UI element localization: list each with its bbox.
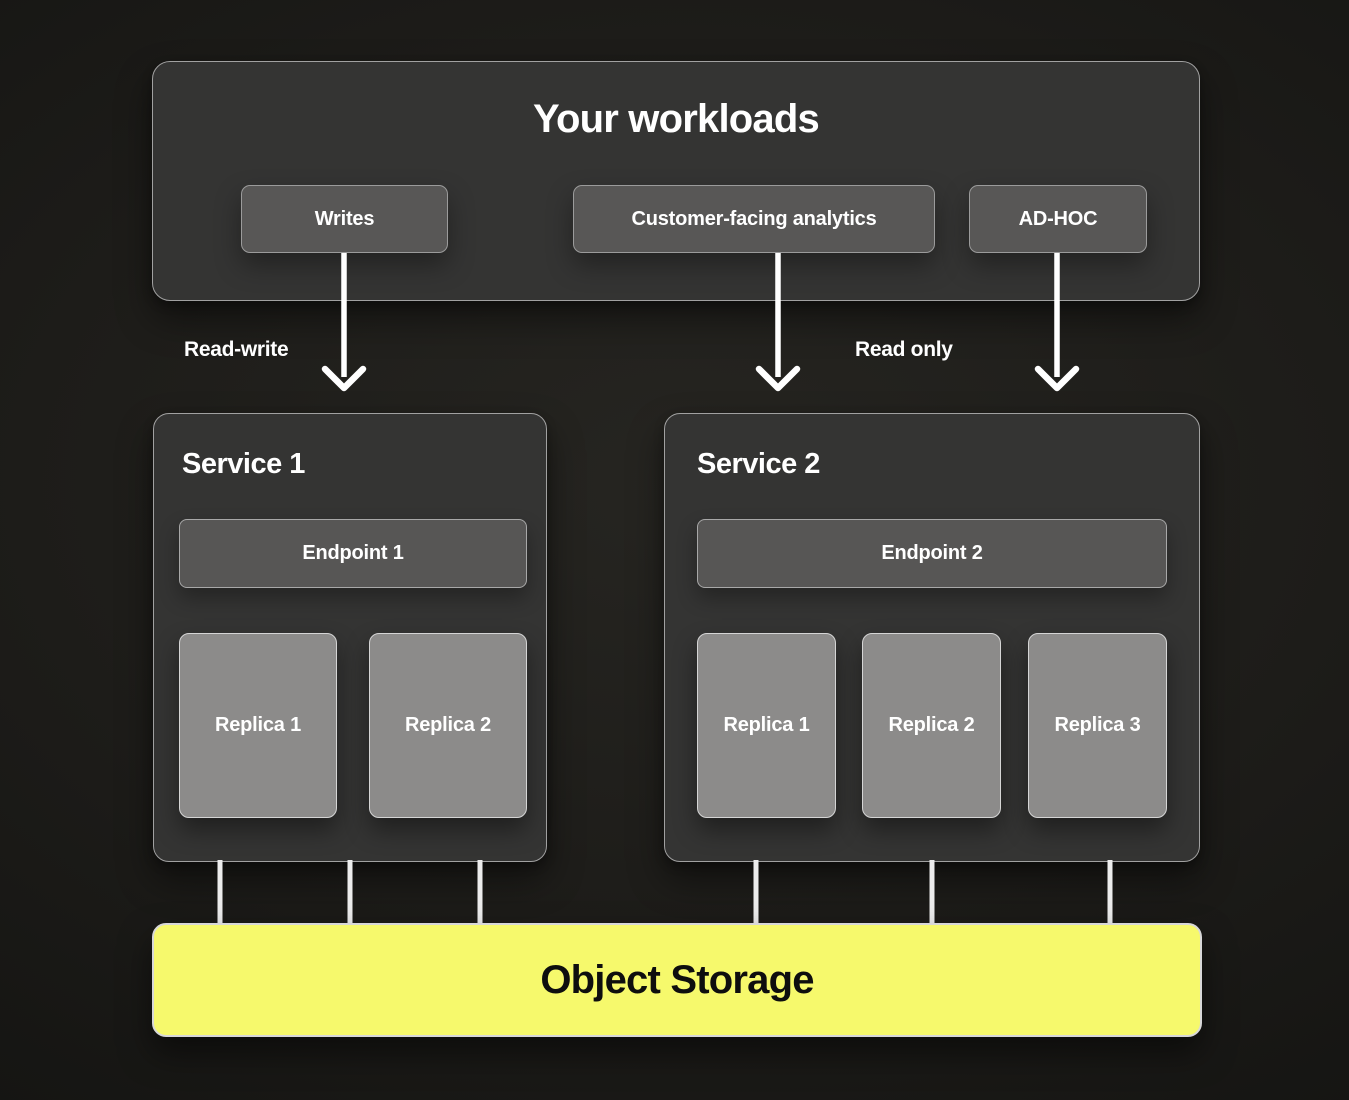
workload-node-cfa-label: Customer-facing analytics [631,207,877,230]
service2-replica-1-label: Replica 1 [723,714,810,736]
service1-replica-2: Replica 2 [369,633,527,818]
writes-arrow-head [321,365,367,392]
service1-replica-1: Replica 1 [179,633,337,818]
service1-replica-2-label: Replica 2 [404,714,492,736]
workloads-title: Your workloads [533,97,820,141]
read-only-label: Read only [855,338,953,361]
object-storage-bar: Object Storage [152,923,1202,1037]
service2-panel: Service 2 Endpoint 2 Replica 1 Replica 2… [664,413,1200,862]
service2-endpoint: Endpoint 2 [697,519,1167,588]
service2-title: Service 2 [697,448,820,480]
workload-node-customer-facing-analytics: Customer-facing analytics [573,185,935,253]
analytics-arrow-head [755,365,801,392]
object-storage-label: Object Storage [540,957,814,1002]
service1-title: Service 1 [182,448,305,480]
service1-panel: Service 1 Endpoint 1 Replica 1 Replica 2 [153,413,547,862]
service2-replica-2: Replica 2 [862,633,1001,818]
adhoc-arrow-head [1034,365,1080,392]
service1-endpoint-label: Endpoint 1 [302,542,404,564]
service1-replica-1-label: Replica 1 [214,714,302,736]
service2-replica-3-label: Replica 3 [1054,714,1141,736]
service2-storage-connectors [753,860,1113,925]
workload-node-writes: Writes [241,185,448,253]
workloads-panel: Your workloads Writes Customer-facing an… [152,61,1200,301]
workload-node-writes-label: Writes [314,207,375,230]
workload-node-ad-hoc: AD-HOC [969,185,1147,253]
service1-endpoint: Endpoint 1 [179,519,527,588]
workload-node-adhoc-label: AD-HOC [1018,207,1098,230]
service2-replica-3: Replica 3 [1028,633,1167,818]
service1-storage-connectors [217,860,483,925]
service2-replica-2-label: Replica 2 [888,714,975,736]
read-write-label: Read-write [184,338,289,361]
service2-endpoint-label: Endpoint 2 [881,542,983,564]
service2-replica-1: Replica 1 [697,633,836,818]
